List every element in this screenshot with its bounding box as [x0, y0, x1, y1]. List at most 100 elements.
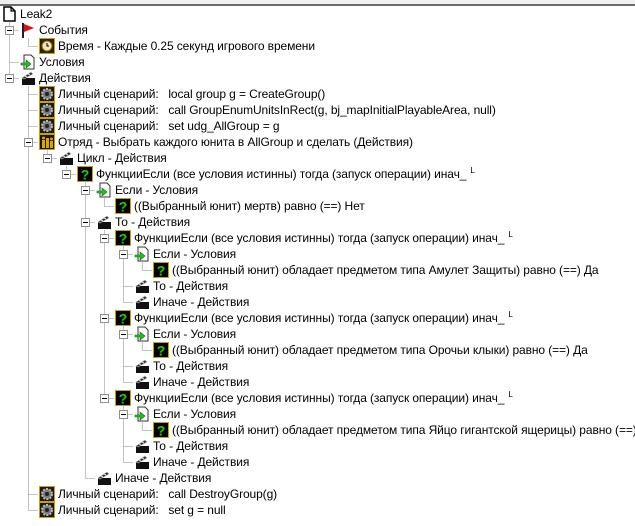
- tree-node-question[interactable]: ? ((Выбранный юнит) обладает предметом ти…: [153, 342, 588, 358]
- tree-node-label: Иначе - Действия: [115, 471, 212, 485]
- condition-icon: [134, 326, 150, 342]
- event-flag-icon: [20, 22, 36, 38]
- truncation-marker: L: [508, 309, 513, 319]
- tree-node-action[interactable]: Иначе - Действия: [134, 454, 249, 470]
- tree-node-gear[interactable]: Личный сценарий: local group g = CreateG…: [39, 86, 325, 102]
- tree-node-condition[interactable]: Если - Условия: [134, 406, 236, 422]
- condition-icon: [134, 406, 150, 422]
- question-icon: ?: [115, 198, 131, 214]
- svg-text:?: ?: [157, 263, 166, 279]
- tree-node-question[interactable]: ?((Выбранный юнит) мертв) равно (==) Нет: [115, 198, 365, 214]
- tree-node-action[interactable]: Иначе - Действия: [134, 294, 249, 310]
- collapse-toggle[interactable]: [81, 218, 90, 227]
- tree-node-label: ((Выбранный юнит) мертв) равно (==) Нет: [134, 199, 365, 213]
- gear-icon: [39, 486, 55, 502]
- tree-node-action[interactable]: Действия: [20, 70, 91, 86]
- truncation-marker: L: [508, 229, 513, 239]
- tree-node-label: Иначе - Действия: [153, 375, 250, 389]
- tree-node-label: Отряд - Выбрать каждого юнита в AllGroup…: [58, 135, 413, 149]
- collapse-toggle[interactable]: [62, 170, 71, 179]
- tree-node-label: То - Действия: [153, 359, 229, 373]
- collapse-toggle[interactable]: [81, 186, 90, 195]
- svg-text:?: ?: [81, 167, 90, 183]
- collapse-toggle[interactable]: [24, 138, 33, 147]
- tree-node-label: Личный сценарий: call DestroyGroup(g): [58, 487, 278, 501]
- tree-node-label: Время - Каждые 0.25 секунд игрового врем…: [58, 39, 315, 53]
- tree-node-gear[interactable]: Личный сценарий: set g = null: [39, 502, 226, 518]
- action-icon: [134, 438, 150, 454]
- tree-node-action[interactable]: То - Действия: [134, 438, 228, 454]
- gear-icon: [39, 118, 55, 134]
- tree-node-label: Действия: [39, 71, 91, 85]
- tree-node-question[interactable]: ?((Выбранный юнит) обладает предметом ти…: [153, 422, 635, 438]
- question-icon: ?: [77, 166, 93, 182]
- condition-icon: [20, 54, 36, 70]
- tree-node-label: ((Выбранный юнит) обладает предметом тип…: [172, 343, 588, 357]
- action-icon: [20, 70, 36, 86]
- gear-icon: [39, 86, 55, 102]
- truncation-marker: L: [470, 165, 475, 175]
- action-icon: [58, 150, 74, 166]
- tree-node-event-flag[interactable]: События: [20, 22, 88, 38]
- tree-node-label: Если - Условия: [153, 327, 237, 341]
- tree-node-question[interactable]: ?ФункцииЕсли (все условия истинны) тогда…: [115, 310, 513, 326]
- svg-text:?: ?: [119, 311, 128, 327]
- collapse-toggle[interactable]: [100, 314, 109, 323]
- tree-node-label: ФункцииЕсли (все условия истинны) тогда …: [134, 231, 505, 245]
- tree-node-label: Если - Условия: [153, 247, 237, 261]
- tree-node-label: Условия: [39, 55, 85, 69]
- collapse-toggle[interactable]: [5, 26, 14, 35]
- tree-node-unit-group[interactable]: Отряд - Выбрать каждого юнита в AllGroup…: [39, 134, 413, 150]
- question-icon: ?: [115, 390, 131, 406]
- tree-node-question[interactable]: ?ФункцииЕсли (все условия истинны) тогда…: [115, 230, 513, 246]
- tree-node-label: ((Выбранный юнит) обладает предметом тип…: [172, 263, 599, 277]
- action-icon: [134, 294, 150, 310]
- condition-icon: [96, 182, 112, 198]
- collapse-toggle[interactable]: [119, 250, 128, 259]
- question-icon: ?: [153, 422, 169, 438]
- collapse-toggle[interactable]: [43, 154, 52, 163]
- tree-node-action[interactable]: То - Действия: [134, 358, 228, 374]
- action-icon: [134, 278, 150, 294]
- collapse-toggle[interactable]: [119, 410, 128, 419]
- tree-node-label: Иначе - Действия: [153, 455, 250, 469]
- tree-node-action[interactable]: Иначе - Действия: [134, 374, 249, 390]
- top-border: [0, 0, 635, 6]
- svg-text:?: ?: [157, 423, 166, 439]
- svg-text:?: ?: [119, 391, 128, 407]
- tree-node-condition[interactable]: Если - Условия: [134, 246, 236, 262]
- tree-node-clock[interactable]: Время - Каждые 0.25 секунд игрового врем…: [39, 38, 315, 54]
- tree-node-action[interactable]: Иначе - Действия: [96, 470, 211, 486]
- truncation-marker: L: [508, 389, 513, 399]
- tree-node-condition[interactable]: Если - Условия: [96, 182, 198, 198]
- tree-node-gear[interactable]: Личный сценарий: call DestroyGroup(g): [39, 486, 277, 502]
- tree-node-gear[interactable]: Личный сценарий: set udg_AllGroup = g: [39, 118, 280, 134]
- tree-node-label: Личный сценарий: local group g = CreateG…: [58, 87, 326, 101]
- collapse-toggle[interactable]: [100, 394, 109, 403]
- action-icon: [134, 454, 150, 470]
- question-icon: ?: [115, 230, 131, 246]
- gear-icon: [39, 502, 55, 518]
- tree-node-gear[interactable]: Личный сценарий: call GroupEnumUnitsInRe…: [39, 102, 496, 118]
- tree-node-label: Личный сценарий: set udg_AllGroup = g: [58, 119, 280, 133]
- gear-icon: [39, 102, 55, 118]
- svg-text:?: ?: [157, 343, 166, 359]
- tree-node-action[interactable]: То - Действия: [96, 214, 190, 230]
- collapse-toggle[interactable]: [119, 330, 128, 339]
- tree-node-action[interactable]: Цикл - Действия: [58, 150, 167, 166]
- tree-node-action[interactable]: То - Действия: [134, 278, 228, 294]
- collapse-toggle[interactable]: [5, 74, 14, 83]
- question-icon: ?: [115, 310, 131, 326]
- tree-node-label: Если - Условия: [153, 407, 237, 421]
- tree-node-condition[interactable]: Если - Условия: [134, 326, 236, 342]
- tree-node-question[interactable]: ?ФункцииЕсли (все условия истинны) тогда…: [77, 166, 475, 182]
- action-icon: [96, 214, 112, 230]
- tree-node-question[interactable]: ?ФункцииЕсли (все условия истинны) тогда…: [115, 390, 513, 406]
- tree-node-label: Цикл - Действия: [77, 151, 167, 165]
- tree-node-question[interactable]: ? ((Выбранный юнит) обладает предметом ти…: [153, 262, 599, 278]
- tree-node-trigger-page[interactable]: Leak2: [1, 6, 52, 22]
- tree-node-condition[interactable]: Условия: [20, 54, 85, 70]
- tree-node-label: Leak2: [20, 7, 53, 21]
- collapse-toggle[interactable]: [100, 234, 109, 243]
